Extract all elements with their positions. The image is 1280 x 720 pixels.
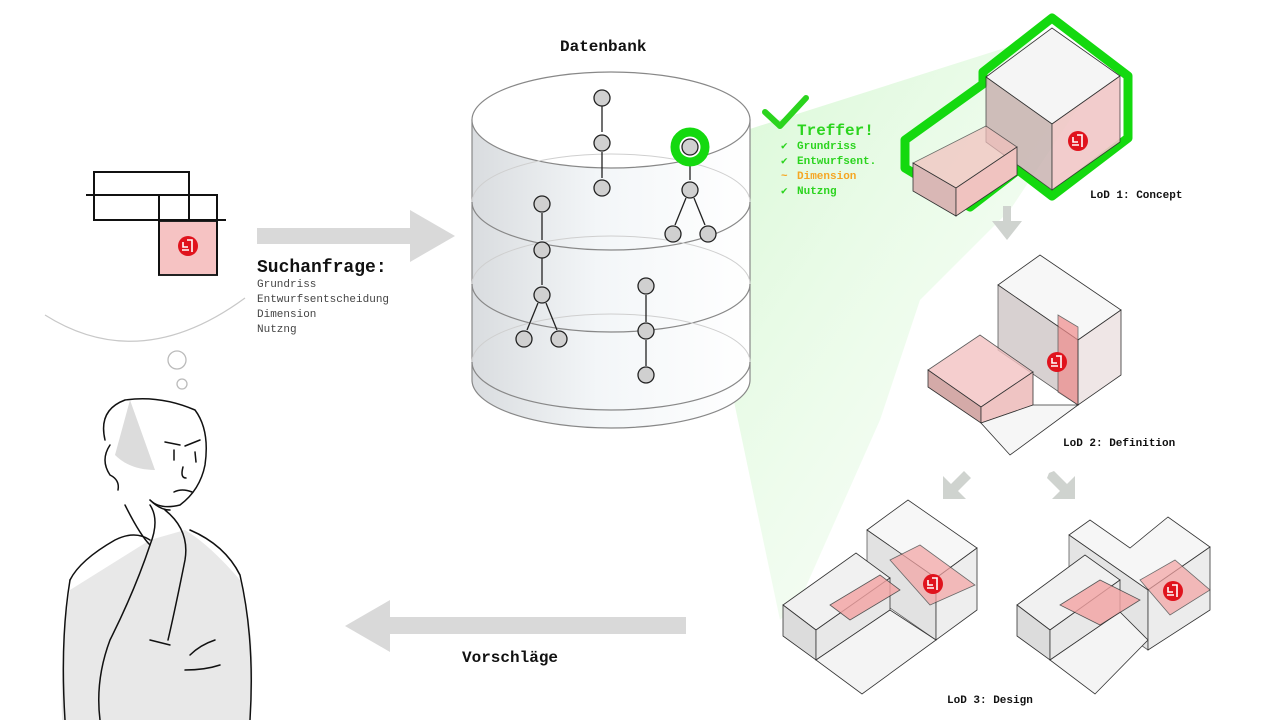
graph-node — [664, 225, 682, 243]
thought-bubble-dot-small — [176, 378, 188, 390]
lod2-label: LoD 2: Definition — [1063, 438, 1176, 450]
graph-node — [593, 134, 611, 152]
lod3-design-model-b — [1016, 516, 1211, 695]
big-check-icon — [762, 95, 809, 129]
graph-node — [699, 225, 717, 243]
hit-label: Entwurfsent. — [797, 156, 877, 168]
thought-bubble-dot-large — [167, 350, 187, 370]
graph-node — [593, 89, 611, 107]
graph-node — [637, 366, 655, 384]
query-arrow — [257, 210, 455, 262]
graph-node — [550, 330, 568, 348]
tilde-icon: ~ — [781, 171, 788, 183]
lod3-design-model-a — [782, 499, 978, 695]
check-icon: ✔ — [781, 186, 788, 198]
query-criteria-list: Grundriss Entwurfsentscheidung Dimension… — [257, 278, 389, 338]
lod1-concept-model — [900, 13, 1133, 217]
hit-row: ~ Dimension — [781, 170, 876, 185]
hit-row: ✔ Nutzng — [781, 185, 876, 200]
graph-node — [533, 286, 551, 304]
query-criterion: Nutzng — [257, 324, 297, 336]
arrow-down-left — [943, 471, 971, 499]
suggestions-arrow — [345, 600, 686, 652]
logo-icon — [1068, 131, 1088, 151]
thinking-person-illustration — [61, 398, 253, 720]
graph-node-match — [681, 138, 699, 156]
down-arrow — [992, 206, 1022, 240]
graph-node — [593, 179, 611, 197]
arrow-down-right — [1047, 471, 1075, 499]
logo-icon — [178, 236, 198, 256]
graph-node — [637, 277, 655, 295]
logo-icon — [1163, 581, 1183, 601]
query-criterion: Entwurfsentscheidung — [257, 294, 390, 306]
query-criterion: Dimension — [257, 309, 317, 321]
lod1-label: LoD 1: Concept — [1090, 190, 1183, 202]
database-cylinder — [471, 71, 751, 429]
hits-title: Treffer! — [797, 122, 874, 140]
hit-label: Grundriss — [797, 141, 857, 153]
lod2-definition-model — [927, 254, 1122, 456]
graph-node — [533, 241, 551, 259]
graph-node — [533, 195, 551, 213]
graph-node — [681, 181, 699, 199]
hit-row: ✔ Entwurfsent. — [781, 155, 876, 170]
hits-panel: Treffer! ✔ Grundriss ✔ Entwurfsent. ~ Dimen… — [781, 122, 892, 200]
hit-label: Nutzng — [797, 186, 837, 198]
thought-bubble-outline — [44, 297, 246, 342]
query-criterion: Grundriss — [257, 279, 317, 291]
check-icon: ✔ — [781, 156, 788, 168]
suggestions-label: Vorschläge — [462, 649, 559, 667]
lod3-label: LoD 3: Design — [947, 695, 1033, 707]
graph-node — [515, 330, 533, 348]
tree-graph — [515, 89, 717, 384]
logo-icon — [1047, 352, 1067, 372]
hit-label: Dimension — [797, 171, 857, 183]
query-title: Suchanfrage: — [257, 258, 387, 278]
logo-icon — [923, 574, 943, 594]
database-title: Datenbank — [560, 38, 647, 56]
check-icon: ✔ — [781, 141, 788, 153]
hit-row: ✔ Grundriss — [781, 140, 876, 155]
graph-node — [637, 322, 655, 340]
floorplan-sketch — [86, 171, 226, 276]
